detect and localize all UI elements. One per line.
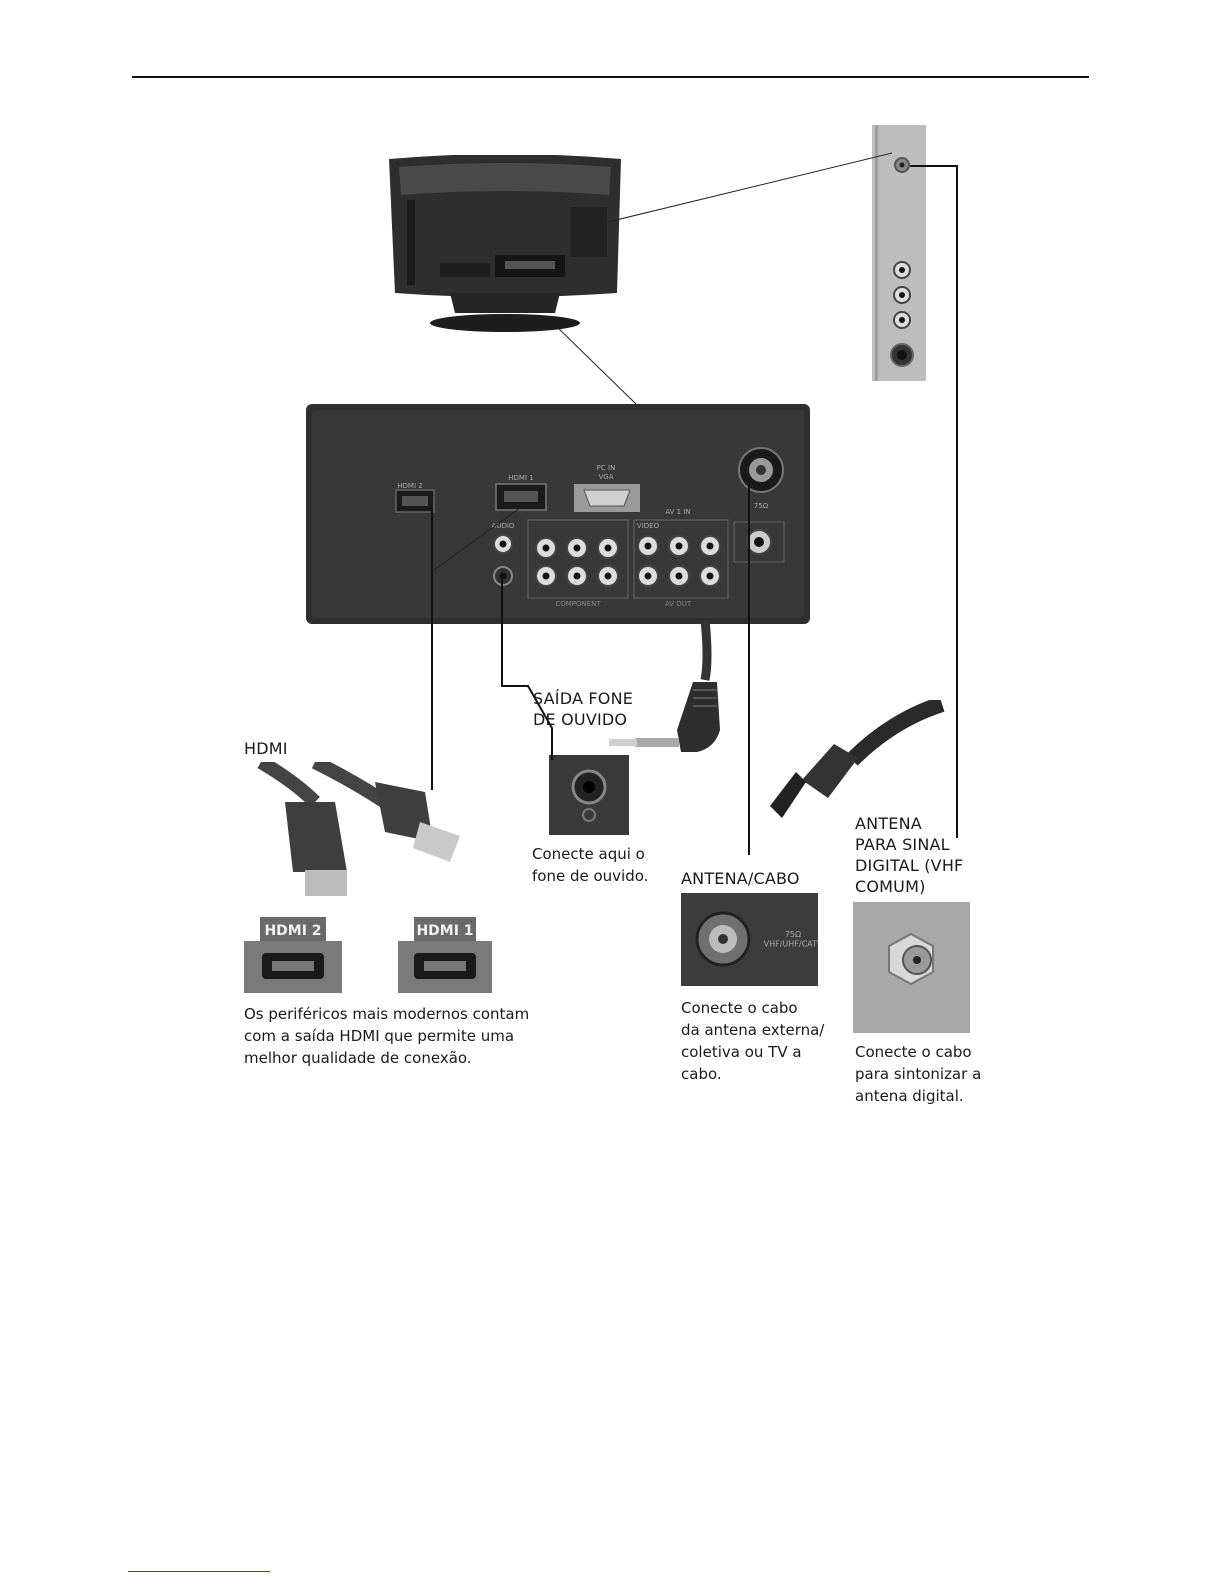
hdmi1-port-photo: HDMI 1 (398, 915, 492, 993)
panel-label-video: VIDEO (637, 522, 660, 530)
fone-caption: Conecte aqui o fone de ouvido. (532, 845, 649, 885)
saida-fone-label: SAÍDA FONE DE OUVIDO (533, 689, 634, 729)
side-connector-panel (872, 125, 926, 381)
antenna-cable-icon (770, 700, 945, 818)
antena-cabo-caption: Conecte o cabo da antena externa/ coleti… (681, 999, 825, 1083)
panel-label-pc-in: PC IN (597, 464, 616, 472)
antena-digital-caption: Conecte o cabo para sintonizar a antena … (855, 1043, 982, 1105)
antena-cabo-label: ANTENA/CABO (681, 869, 800, 888)
hdmi-cable-icon (257, 762, 460, 896)
hdmi2-port-photo: HDMI 2 (244, 915, 342, 993)
header-rule (132, 76, 1089, 78)
antena-digital-label: ANTENA PARA SINAL DIGITAL (VHF COMUM) (855, 814, 964, 896)
panel-label-rf: 75Ω (754, 502, 769, 510)
panel-label-hdmi1: HDMI 1 (508, 474, 533, 482)
panel-label-hdmi2: HDMI 2 (397, 482, 422, 490)
tv-rear-illustration (389, 155, 621, 332)
antena-digital-port-photo (853, 902, 970, 1033)
footer-rule (128, 1571, 270, 1572)
panel-label-component: COMPONENT (555, 600, 601, 608)
panel-label-av-out: AV OUT (665, 600, 692, 608)
panel-label-av1-in: AV 1 IN (665, 508, 690, 516)
headphone-port-photo (549, 755, 629, 835)
hdmi2-badge-label: HDMI 2 (264, 923, 321, 939)
hdmi-label: HDMI (244, 739, 288, 758)
hdmi1-badge-label: HDMI 1 (416, 923, 473, 939)
panel-label-audio: AUDIO (492, 522, 515, 530)
headphone-plug-icon (609, 620, 720, 752)
panel-label-vga: VGA (598, 473, 613, 481)
rear-connector-panel: HDMI 2 HDMI 1 PC IN VGA 75Ω AUDIO COMPON… (306, 404, 810, 624)
hdmi-caption: Os periféricos mais modernos contam com … (244, 1005, 530, 1067)
